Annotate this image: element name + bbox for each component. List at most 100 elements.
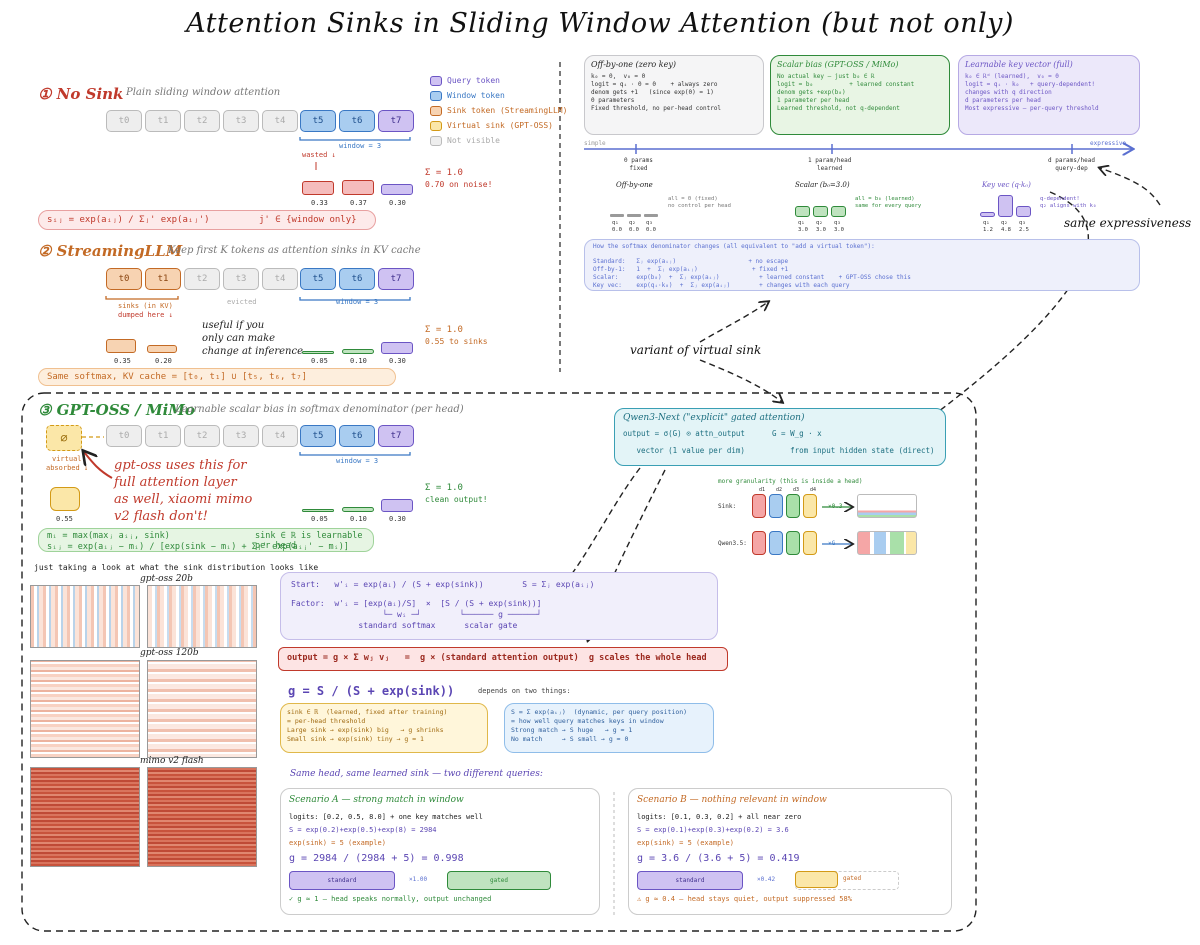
card-body: k₀ ∈ ℝᵈ (learned), v₀ = 0 logit = qᵢ · k… (965, 73, 1099, 113)
mini-note-line: all = 0 (fixed) (668, 196, 718, 202)
s3-subtitle: Learnable scalar bias in softmax denomin… (175, 404, 464, 415)
s1-bar-t7 (381, 184, 413, 195)
s2-token: t4 (262, 268, 298, 290)
legend-swatch-sink (430, 106, 442, 116)
mini-q: q₂ (1001, 220, 1008, 226)
card-line: denom gets +1 (since exp(0) = 1) (591, 89, 714, 96)
s2-subtitle: Keep first K tokens as attention sinks i… (168, 245, 421, 256)
s3-sum-note: clean output! (425, 495, 488, 504)
s1-wasted-label: wasted ↓ (302, 151, 336, 159)
sink-line: Small sink → exp(sink) tiny → g ≈ 1 (287, 735, 424, 743)
mini-bar (627, 214, 641, 217)
legend-swatch-virtual (430, 121, 442, 131)
s2-token-query: t7 (378, 268, 414, 290)
legend-label-virtual: Virtual sink (GPT-OSS) (447, 121, 553, 130)
s2-value: 0.10 (350, 357, 367, 365)
s1-formula-note: j' ∈ {window only} (259, 215, 357, 225)
mini-val: 0.0 (646, 227, 656, 233)
qwen-dim: d2 (776, 487, 783, 493)
s3-sum: Σ = 1.0 (425, 483, 463, 493)
mini-val: 0.0 (629, 227, 639, 233)
mini-q: q₁ (798, 220, 805, 226)
card-scalar-bias: Scalar bias (GPT-OSS / MiMo) No actual k… (770, 55, 950, 135)
s2-useful-line: change at inference (202, 346, 304, 357)
axis-right-label: expressive (1090, 140, 1127, 147)
scenario-b-result: ⚠ g ≈ 0.4 — head stays quiet, output sup… (637, 895, 852, 903)
denom-line: Scalar: exp(b₀) + Σⱼ exp(aᵢⱼ) + learned … (593, 274, 911, 281)
g-formula: g = S / (S + exp(sink)) (288, 684, 455, 698)
qwen-granularity: more granularity (this is inside a head) (718, 478, 863, 485)
s2-token-window: t5 (300, 268, 336, 290)
scenario-b-gated-fill (795, 871, 838, 888)
mini-q: q₃ (646, 220, 653, 226)
qwen-dim-bar (786, 531, 800, 555)
qwen-row1-result (857, 494, 917, 518)
card-body: k₀ = 0, v₀ = 0 logit = qᵢ · 0 = 0 + alwa… (591, 73, 721, 113)
mini-val: 0.0 (612, 227, 622, 233)
mini-bar (831, 206, 846, 217)
card-body: No actual key — just b₀ ∈ ℝ logit = b₀ +… (777, 73, 914, 113)
s1-token: t4 (262, 110, 298, 132)
scenario-a-title: Scenario A — strong match in window (289, 795, 464, 805)
qwen-dim: d4 (810, 487, 817, 493)
s1-token-query: t7 (378, 110, 414, 132)
s3-gptoss-note: gpt-oss uses this for full attention lay… (114, 457, 252, 525)
card-line: logit = qᵢ · 0 = 0 + always zero (591, 81, 718, 88)
mini-q: q₃ (834, 220, 841, 226)
qwen-dim-bar (803, 494, 817, 518)
s3-absorbed-label: absorbed ↓ (46, 464, 89, 472)
s3-note-line: v2 flash don't! (114, 509, 208, 524)
s3-token: t3 (223, 425, 259, 447)
scenario-a-s: S = exp(0.2)+exp(0.5)+exp(8) = 2984 (289, 826, 437, 834)
s2-window-label: window = 3 (336, 298, 379, 306)
s2-bar-t5 (302, 351, 334, 354)
card-line: 1 parameter per head (777, 97, 850, 104)
scenario-b-sink: exp(sink) = 5 (example) (637, 839, 734, 847)
s1-heading: ① No Sink (38, 85, 124, 103)
card-off-by-one: Off-by-one (zero key) k₀ = 0, v₀ = 0 log… (584, 55, 764, 135)
mini-bar (813, 206, 828, 217)
s2-value: 0.35 (114, 357, 131, 365)
s3-bar-t7 (381, 499, 413, 512)
card-title: Off-by-one (zero key) (591, 60, 676, 69)
qwen-line2: vector (1 value per dim) from input hidd… (623, 446, 935, 455)
heatmap-label-mimo: mimo v2 flash (140, 756, 204, 766)
card-line: k₀ ∈ ℝᵈ (learned), v₀ = 0 (965, 73, 1059, 80)
s1-formula-box: sᵢⱼ = exp(aᵢⱼ) / Σⱼ' exp(aᵢⱼ') j' ∈ {win… (38, 210, 376, 230)
mini-title-offbyone: Off-by-one (616, 181, 653, 189)
legend-label-query: Query token (447, 76, 500, 85)
s3-virtual-sink: ∅ (46, 425, 82, 451)
denominator-title: How the softmax denominator changes (all… (593, 243, 875, 250)
legend-swatch-window (430, 91, 442, 101)
scenario-a-sink: exp(sink) = 5 (example) (289, 839, 386, 847)
s3-note-line: as well, xiaomi mimo (114, 492, 253, 507)
mini-q: q₁ (983, 220, 990, 226)
mini-bar (610, 214, 624, 217)
scenario-b-title: Scenario B — nothing relevant in window (637, 795, 827, 805)
s3-note-line: full attention layer (114, 475, 237, 490)
scenario-a-result: ✓ g ≈ 1 — head speaks normally, output u… (289, 895, 492, 903)
s1-sum-note: 0.70 on noise! (425, 180, 493, 189)
mini-note-line: q₂ aligns with k₀ (1040, 203, 1097, 209)
qwen-dim-bar (786, 494, 800, 518)
heatmap-mimo-right (147, 767, 257, 867)
sink-line: sink ∈ ℝ (learned, fixed after training) (287, 708, 448, 716)
heatmap-gptoss20b-left (30, 585, 140, 648)
s2-bar-t7 (381, 342, 413, 354)
s3-heading: ③ GPT-OSS / MiMo (38, 401, 195, 419)
card-line: denom gets +exp(b₀) (777, 89, 846, 96)
s3-token: t1 (145, 425, 181, 447)
s2-useful-line: only can make (202, 333, 276, 344)
s2-value: 0.30 (389, 357, 406, 365)
card-line: logit = b₀ + learned constant (777, 81, 915, 88)
card-line: 0 parameters (591, 97, 635, 104)
mini-q: q₃ (1019, 220, 1026, 226)
card-line: changes with q direction (965, 89, 1052, 96)
s3-bar-virtual (50, 487, 80, 511)
scenario-a-gated: gated (447, 871, 551, 890)
scenario-b-mul: ×0.42 (757, 876, 776, 883)
s3-formula-box: mᵢ = max(maxⱼ aᵢⱼ, sink) sink ∈ ℝ is lea… (38, 528, 374, 552)
mini-val: 1.2 (983, 227, 993, 233)
qwen-line1: output = σ(G) ⊙ attn_output G = W_g · x (623, 429, 822, 438)
